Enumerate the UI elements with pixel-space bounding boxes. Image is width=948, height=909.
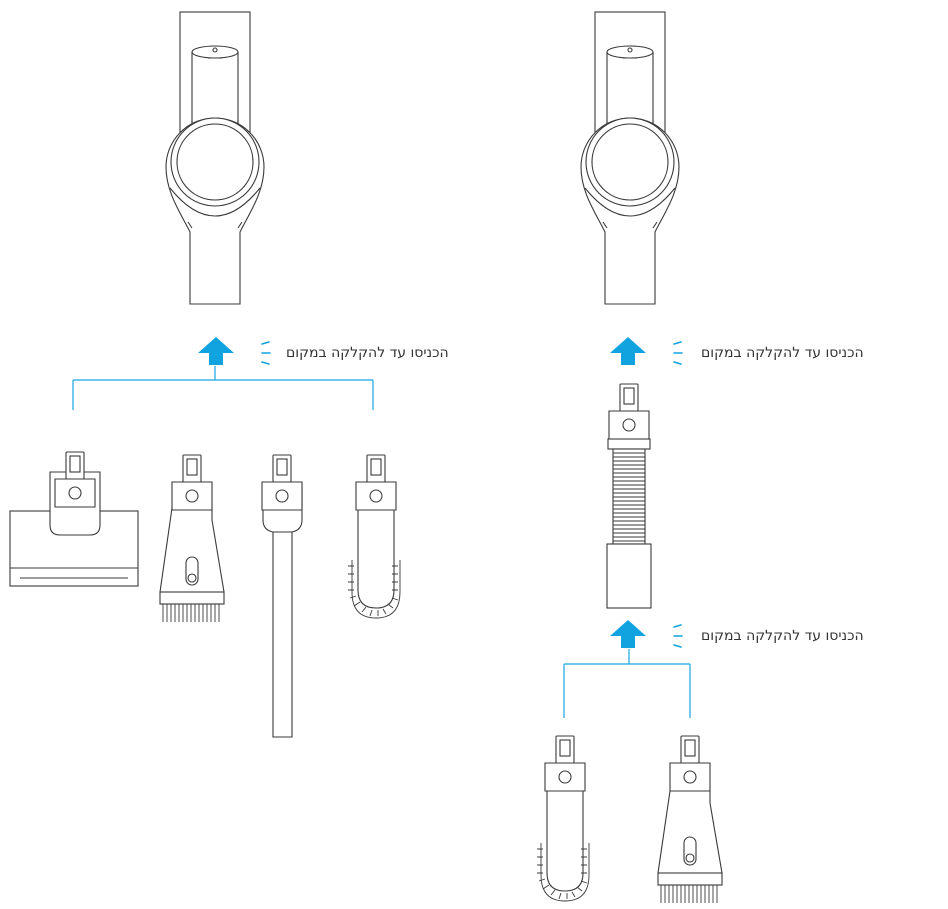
- two-in-one-brush-attachment: [657, 735, 723, 903]
- vacuum-handle-left: [165, 11, 265, 305]
- up-arrow-icon: [610, 620, 646, 648]
- click-lines-icon: [673, 341, 683, 365]
- crevice-tool-attachment: [261, 454, 303, 738]
- click-lines-icon: [261, 341, 271, 365]
- click-lines-icon: [673, 624, 683, 648]
- soft-brush-attachment: [537, 735, 590, 902]
- two-in-one-brush-attachment: [159, 454, 225, 622]
- up-arrow-icon: [610, 337, 646, 365]
- up-arrow-icon: [198, 337, 234, 365]
- soft-brush-attachment: [348, 454, 401, 619]
- instruction-label-right-bottom: הכניסו עד להקלקה במקום: [701, 628, 864, 644]
- tree-connector-left: [72, 366, 374, 410]
- tree-connector-right: [563, 649, 691, 718]
- floor-brush-attachment: [9, 451, 139, 587]
- instruction-label-left: הכניסו עד להקלקה במקום: [286, 345, 449, 361]
- flexible-hose-attachment: [606, 383, 652, 609]
- instruction-label-right-top: הכניסו עד להקלקה במקום: [701, 345, 864, 361]
- vacuum-handle-right: [580, 11, 680, 305]
